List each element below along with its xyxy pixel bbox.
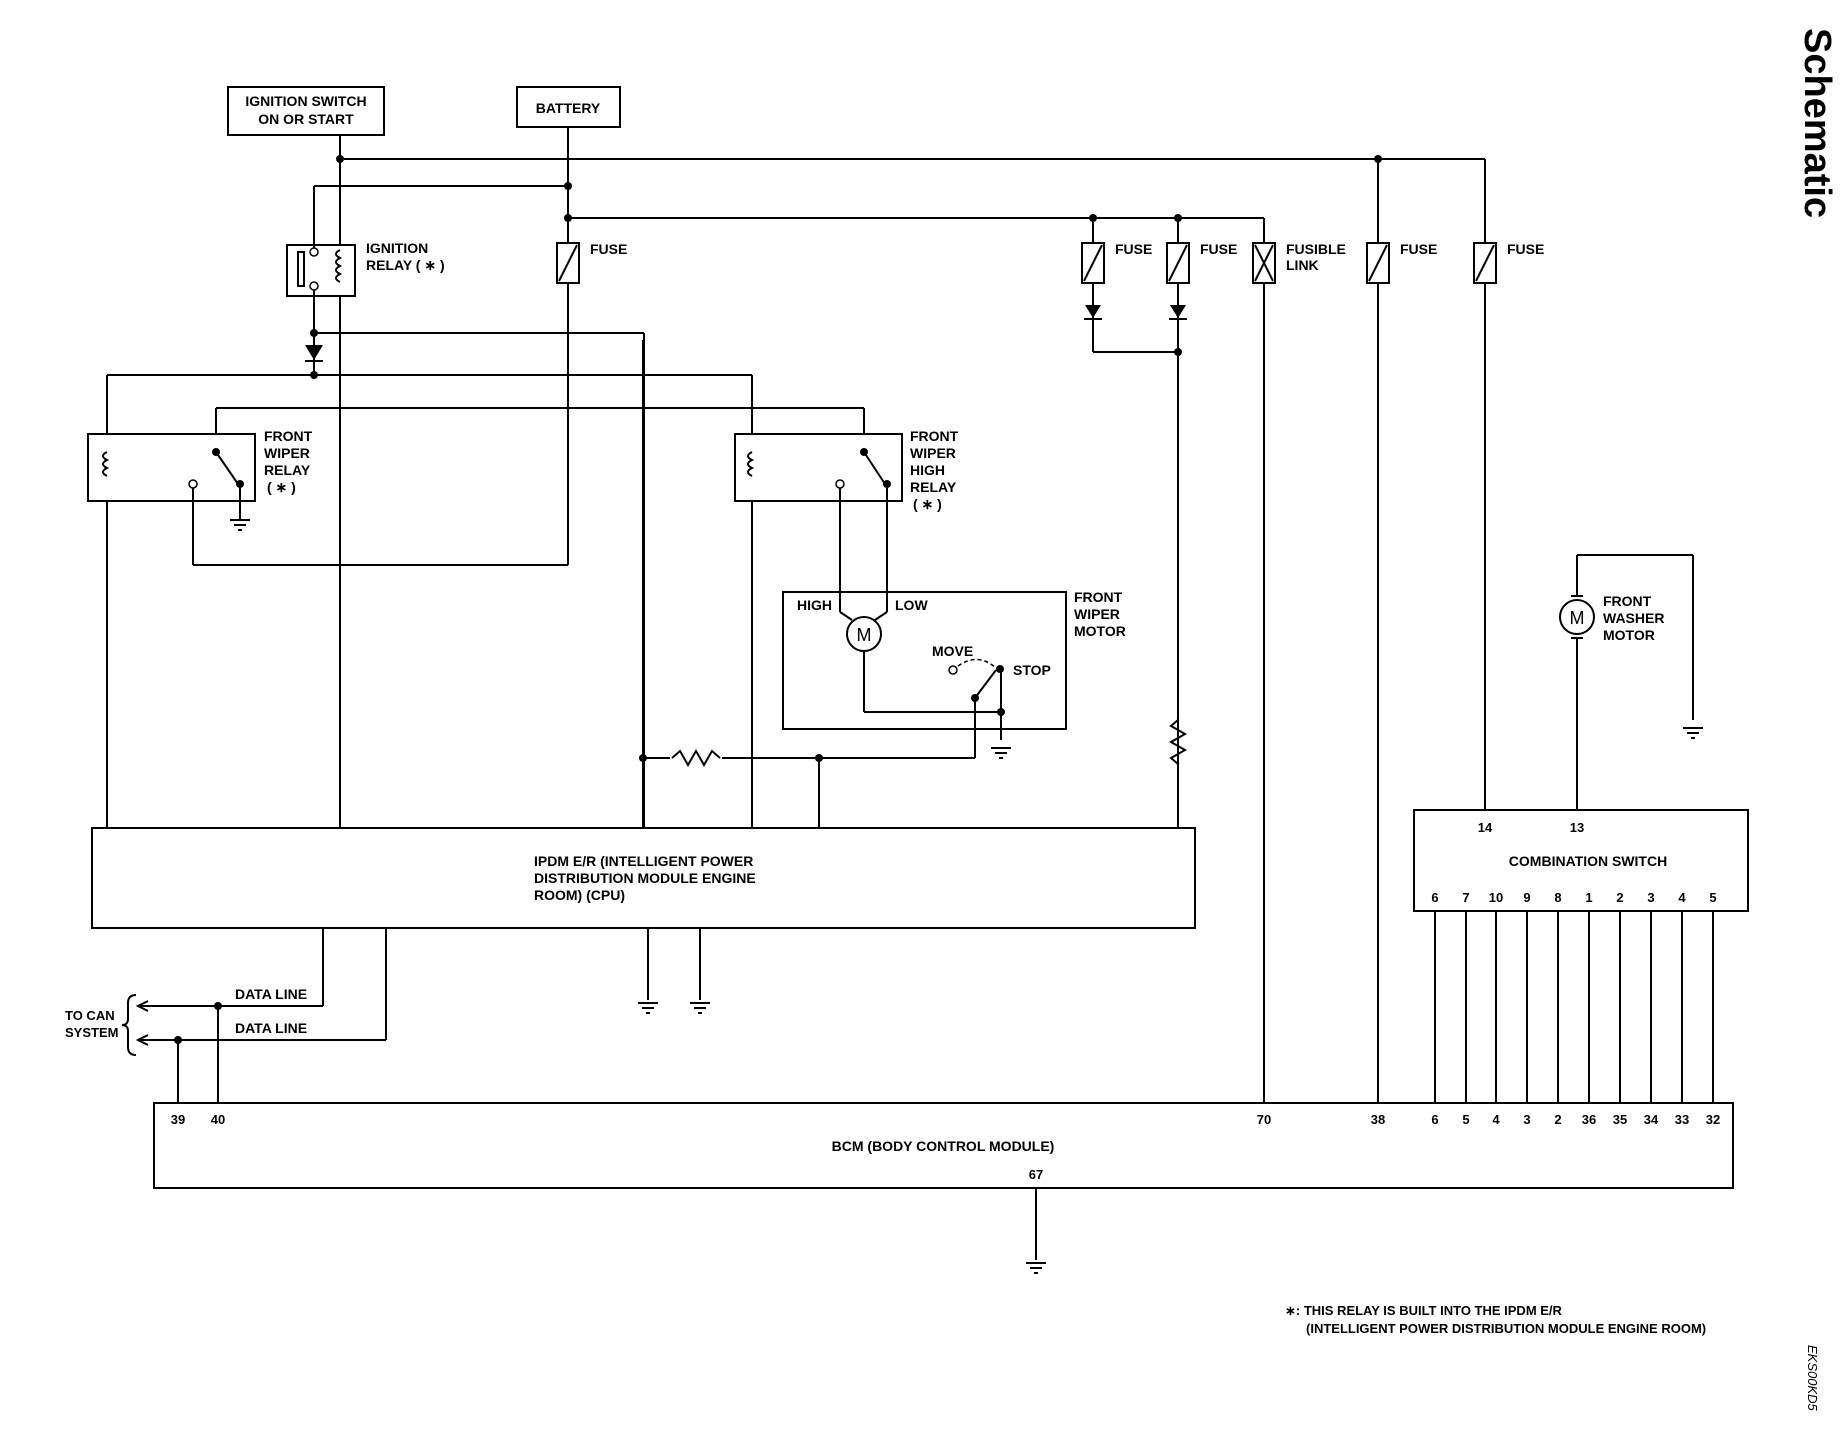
svg-text:SYSTEM: SYSTEM bbox=[65, 1025, 118, 1040]
svg-text:HIGH: HIGH bbox=[797, 597, 832, 613]
svg-text:FUSIBLE: FUSIBLE bbox=[1286, 241, 1346, 257]
combination-switch-pin-label: 10 bbox=[1489, 890, 1503, 905]
svg-text:COMBINATION SWITCH: COMBINATION SWITCH bbox=[1509, 853, 1667, 869]
bcm-pin-label: 35 bbox=[1613, 1112, 1627, 1127]
svg-text:MOVE: MOVE bbox=[932, 643, 973, 659]
svg-text:IPDM E/R (INTELLIGENT POWER: IPDM E/R (INTELLIGENT POWER bbox=[534, 853, 753, 869]
svg-text:14: 14 bbox=[1478, 820, 1493, 835]
svg-text:FRONT: FRONT bbox=[910, 428, 959, 444]
ignition-switch-box: IGNITION SWITCH ON OR START bbox=[227, 86, 385, 136]
svg-text:WASHER: WASHER bbox=[1603, 610, 1664, 626]
ipdm-ground-wires bbox=[638, 928, 710, 1014]
svg-text:LINK: LINK bbox=[1286, 257, 1319, 273]
page-title: Schematic bbox=[1796, 28, 1838, 218]
wiper-feed-diodes bbox=[1084, 283, 1188, 765]
svg-text:MOTOR: MOTOR bbox=[1603, 627, 1655, 643]
svg-text:FUSE: FUSE bbox=[1200, 241, 1237, 257]
ipdm-module: IPDM E/R (INTELLIGENT POWER DISTRIBUTION… bbox=[91, 827, 1196, 929]
front-washer-motor: M FRONT WASHER MOTOR bbox=[1559, 554, 1703, 810]
svg-text:(INTELLIGENT POWER DISTRIBUTIO: (INTELLIGENT POWER DISTRIBUTION MODULE E… bbox=[1306, 1321, 1706, 1336]
combination-switch-pin-label: 7 bbox=[1462, 890, 1469, 905]
combination-switch-pin-label: 9 bbox=[1523, 890, 1530, 905]
bcm-pin-label: 5 bbox=[1462, 1112, 1469, 1127]
battery-box: BATTERY bbox=[516, 86, 621, 128]
svg-text:M: M bbox=[1570, 608, 1585, 628]
combination-switch-pin-label: 3 bbox=[1647, 890, 1654, 905]
svg-text:FRONT: FRONT bbox=[1074, 589, 1123, 605]
can-data-lines: DATA LINE DATA LINE TO CAN SYSTEM bbox=[65, 928, 387, 1103]
combination-switch-pin-label: 4 bbox=[1678, 890, 1686, 905]
svg-text:MOTOR: MOTOR bbox=[1074, 623, 1126, 639]
bcm-pin-label: 4 bbox=[1492, 1112, 1500, 1127]
svg-text:WIPER: WIPER bbox=[910, 445, 956, 461]
fuse-bcm: FUSE bbox=[1366, 241, 1437, 284]
combination-switch-pin-label: 8 bbox=[1554, 890, 1561, 905]
combination-switch: 14 13 COMBINATION SWITCH 6 7 10 9 8 1 2 3 4 5 bbox=[1413, 809, 1749, 912]
fuse-combination-switch: FUSE bbox=[1473, 241, 1544, 284]
svg-text:FUSE: FUSE bbox=[1400, 241, 1437, 257]
svg-text:RELAY: RELAY bbox=[910, 479, 957, 495]
svg-text:WIPER: WIPER bbox=[1074, 606, 1120, 622]
svg-text:FUSE: FUSE bbox=[590, 241, 627, 257]
switch-to-bcm-wires bbox=[1434, 911, 1714, 1103]
bcm-module: BCM (BODY CONTROL MODULE) 67 39 40 70 38 6 5 4… bbox=[153, 1102, 1734, 1274]
ignition-relay-output bbox=[106, 290, 753, 828]
ignition-relay: IGNITION RELAY ( ∗ ) bbox=[286, 186, 445, 297]
svg-text:FUSE: FUSE bbox=[1507, 241, 1544, 257]
svg-text:BCM (BODY CONTROL MODULE): BCM (BODY CONTROL MODULE) bbox=[832, 1138, 1055, 1154]
svg-text:RELAY ( ∗ ): RELAY ( ∗ ) bbox=[366, 257, 445, 273]
fuse-wiper-1: FUSE bbox=[1081, 241, 1152, 284]
footnote: ∗: THIS RELAY IS BUILT INTO THE IPDM E/R… bbox=[1285, 1303, 1706, 1336]
front-wiper-relay: FRONT WIPER RELAY ( ∗ ) bbox=[87, 407, 864, 566]
svg-text:DATA LINE: DATA LINE bbox=[235, 986, 307, 1002]
svg-text:LOW: LOW bbox=[895, 597, 928, 613]
diagram-code: EKS00KD5 bbox=[1805, 1345, 1820, 1412]
svg-text:ROOM) (CPU): ROOM) (CPU) bbox=[534, 887, 625, 903]
bcm-pin-label: 34 bbox=[1644, 1112, 1659, 1127]
bcm-pin-label: 6 bbox=[1431, 1112, 1438, 1127]
combination-switch-pin-label: 1 bbox=[1585, 890, 1592, 905]
svg-text:DISTRIBUTION MODULE ENGINE: DISTRIBUTION MODULE ENGINE bbox=[534, 870, 756, 886]
motor-stop-signal bbox=[639, 340, 975, 828]
combination-switch-pin-label: 5 bbox=[1709, 890, 1716, 905]
bcm-pin-label: 39 bbox=[171, 1112, 185, 1127]
bcm-pin-label: 2 bbox=[1554, 1112, 1561, 1127]
bcm-pin-label: 40 bbox=[211, 1112, 225, 1127]
bcm-pin-label: 32 bbox=[1706, 1112, 1720, 1127]
svg-text:ON OR START: ON OR START bbox=[258, 111, 354, 127]
svg-text:FRONT: FRONT bbox=[264, 428, 313, 444]
svg-text:RELAY: RELAY bbox=[264, 462, 311, 478]
svg-text:HIGH: HIGH bbox=[910, 462, 945, 478]
fuse-battery: FUSE bbox=[556, 241, 627, 284]
svg-text:FUSE: FUSE bbox=[1115, 241, 1152, 257]
svg-text:WIPER: WIPER bbox=[264, 445, 310, 461]
power-wires bbox=[313, 127, 1486, 1103]
combination-switch-pin-label: 2 bbox=[1616, 890, 1623, 905]
front-wiper-motor: M HIGH LOW MOVE STOP FRONT WIPER MOTOR bbox=[782, 589, 1126, 759]
svg-text:M: M bbox=[857, 625, 872, 645]
bcm-pin-label: 3 bbox=[1523, 1112, 1530, 1127]
bcm-pin-label: 33 bbox=[1675, 1112, 1689, 1127]
svg-text:∗: THIS RELAY IS BUILT INTO TH: ∗: THIS RELAY IS BUILT INTO THE IPDM E/R bbox=[1285, 1303, 1563, 1318]
combination-switch-pin-label: 6 bbox=[1431, 890, 1438, 905]
svg-text:( ∗ ): ( ∗ ) bbox=[267, 479, 296, 495]
svg-text:BATTERY: BATTERY bbox=[536, 100, 601, 116]
svg-text:( ∗ ): ( ∗ ) bbox=[913, 496, 942, 512]
bcm-pin-label: 70 bbox=[1257, 1112, 1271, 1127]
svg-text:TO CAN: TO CAN bbox=[65, 1008, 115, 1023]
svg-text:67: 67 bbox=[1029, 1167, 1043, 1182]
bcm-pin-label: 38 bbox=[1371, 1112, 1385, 1127]
fusible-link: FUSIBLE LINK bbox=[1252, 241, 1346, 284]
fuse-wiper-2: FUSE bbox=[1166, 241, 1237, 284]
svg-text:FRONT: FRONT bbox=[1603, 593, 1652, 609]
svg-text:DATA LINE: DATA LINE bbox=[235, 1020, 307, 1036]
bcm-pin-label: 36 bbox=[1582, 1112, 1596, 1127]
svg-text:STOP: STOP bbox=[1013, 662, 1051, 678]
front-wiper-high-relay: FRONT WIPER HIGH RELAY ( ∗ ) bbox=[734, 408, 959, 592]
svg-text:IGNITION: IGNITION bbox=[366, 240, 428, 256]
svg-text:IGNITION SWITCH: IGNITION SWITCH bbox=[245, 93, 366, 109]
svg-text:13: 13 bbox=[1570, 820, 1584, 835]
